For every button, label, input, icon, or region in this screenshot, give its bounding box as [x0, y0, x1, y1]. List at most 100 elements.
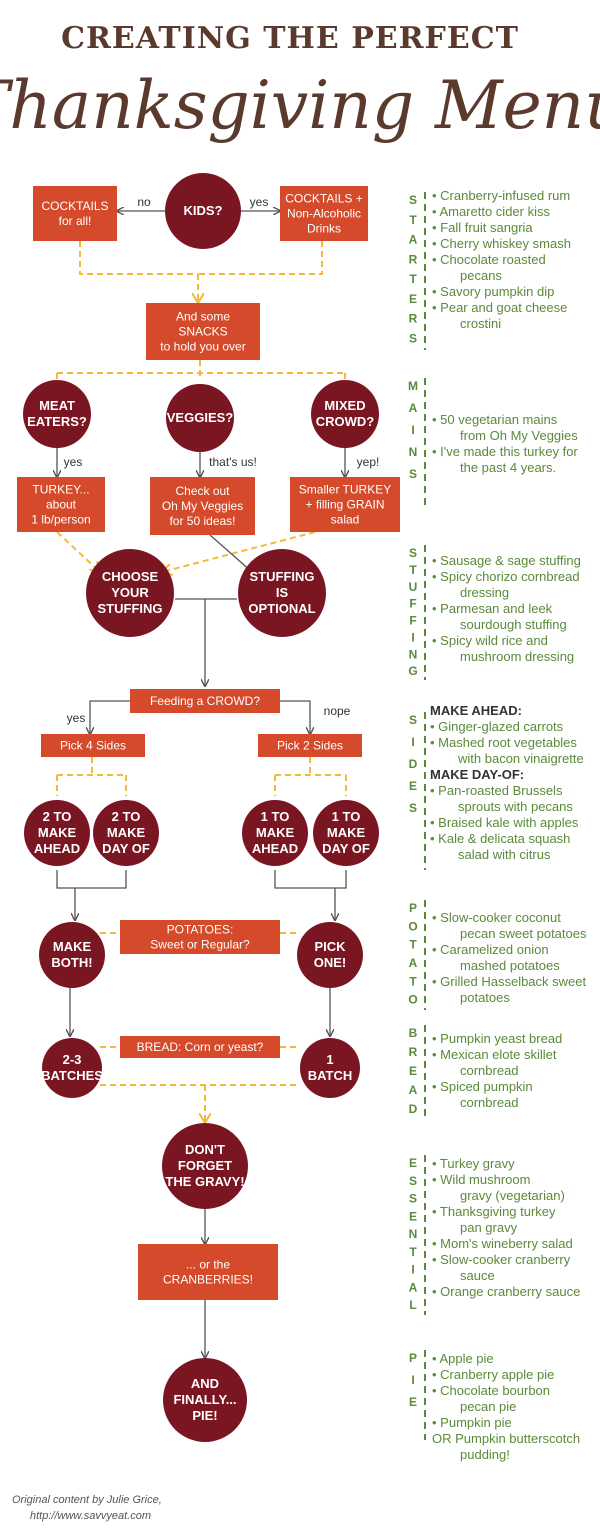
circle-2-dayof-shape [93, 800, 159, 866]
circle-1-ahead-text: AHEAD [252, 841, 298, 856]
label-feeding-yes: yes [67, 711, 86, 725]
label-meat-yes: yes [64, 455, 83, 469]
circle-batches-text: BATCHES [41, 1068, 103, 1083]
circle-stuffing-optional-shape [238, 549, 326, 637]
section-letter: T [409, 272, 417, 286]
section-letter: E [409, 779, 417, 793]
box-pick2[interactable]: Pick 2 Sides [258, 734, 362, 757]
section-letter: M [408, 379, 418, 393]
list-item: • Braised kale with apples [430, 815, 579, 830]
section-letter: P [409, 1351, 417, 1365]
circle-1-dayof-text: 1 TO [332, 809, 361, 824]
circle-pie-text: FINALLY... [173, 1392, 236, 1407]
circle-choose-stuffing-text: CHOOSE [102, 569, 159, 584]
circle-veggies[interactable]: VEGGIES? [166, 384, 234, 452]
circle-kids[interactable]: KIDS? [165, 173, 241, 249]
circle-choose-stuffing-text: STUFFING [98, 601, 163, 616]
section-letter: T [409, 974, 417, 988]
list-item: • Thanksgiving turkey [432, 1204, 556, 1219]
list-item: pecans [460, 268, 502, 283]
section-letter: D [409, 757, 418, 771]
box-cocktails-all-text: COCKTAILS [41, 199, 108, 213]
box-smaller-turkey-text: salad [331, 513, 360, 527]
box-pick4-shape [41, 734, 145, 757]
list-item: • Amaretto cider kiss [432, 204, 550, 219]
dash-turkey-choose [56, 531, 100, 572]
box-potatoes[interactable]: POTATOES:Sweet or Regular? [120, 920, 280, 954]
line-right-pair [274, 870, 347, 889]
circle-2-ahead-text: 2 TO [43, 809, 72, 824]
circle-pie-text: PIE! [192, 1408, 217, 1423]
box-smaller-turkey-text: Smaller TURKEY [299, 483, 391, 497]
box-feeding-crowd[interactable]: Feeding a CROWD? [130, 689, 280, 713]
list-item: sprouts with pecans [458, 799, 573, 814]
circle-gravy-text: FORGET [178, 1158, 232, 1173]
section-letter: E [409, 1156, 417, 1170]
section-letter: I [411, 1263, 414, 1277]
box-ohmyveggies-text: for 50 ideas! [169, 514, 235, 528]
section-letter: A [409, 233, 418, 247]
circle-gravy-shape [162, 1123, 248, 1209]
box-cocktails-all-text: for all! [59, 214, 92, 228]
list-item: pudding! [460, 1447, 510, 1462]
circle-stuffing-optional-text: OPTIONAL [248, 601, 315, 616]
list-item: mashed potatoes [460, 958, 560, 973]
circle-mixed-crowd-shape [311, 380, 379, 448]
label-veg-yes: that's us! [209, 455, 257, 469]
footer-url[interactable]: http://www.savvyeat.com [30, 1510, 151, 1522]
circle-2-dayof-text: DAY OF [102, 841, 150, 856]
circle-batch-text: BATCH [308, 1068, 353, 1083]
box-ohmyveggies-text: Check out [175, 484, 230, 498]
section-letter: E [409, 292, 417, 306]
box-bread-text: BREAD: Corn or yeast? [137, 1040, 264, 1054]
box-feeding-crowd-text: Feeding a CROWD? [150, 694, 260, 708]
section-letter: I [411, 423, 414, 437]
line-left-pair [56, 870, 127, 889]
section-letter: S [409, 467, 417, 481]
list-item: dressing [460, 585, 509, 600]
section-bread: BREAD• Pumpkin yeast bread• Mexican elot… [409, 1025, 562, 1120]
list-item: • I've made this turkey for [432, 444, 578, 459]
section-letter: U [409, 580, 418, 594]
section-letter: L [409, 1298, 416, 1312]
circle-choose-stuffing-text: YOUR [111, 585, 149, 600]
section-letter: E [409, 1395, 417, 1409]
box-pick4[interactable]: Pick 4 Sides [41, 734, 145, 757]
list-item: • Grilled Hasselback sweet [432, 974, 586, 989]
section-letter: R [409, 312, 418, 326]
circle-1-ahead-text: 1 TO [261, 809, 290, 824]
box-snacks-text: to hold you over [160, 340, 245, 354]
list-item: pecan sweet potatoes [460, 926, 587, 941]
list-item: • Pan-roasted Brussels [430, 783, 563, 798]
circle-batch-shape [300, 1038, 360, 1098]
section-pie: PIE• Apple pie• Cranberry apple pie• Cho… [409, 1350, 580, 1462]
circle-1-dayof-shape [313, 800, 379, 866]
list-item: • Pumpkin pie [432, 1415, 512, 1430]
list-item: pecan pie [460, 1399, 516, 1414]
section-letter: I [411, 735, 414, 749]
box-bread[interactable]: BREAD: Corn or yeast? [120, 1036, 280, 1058]
